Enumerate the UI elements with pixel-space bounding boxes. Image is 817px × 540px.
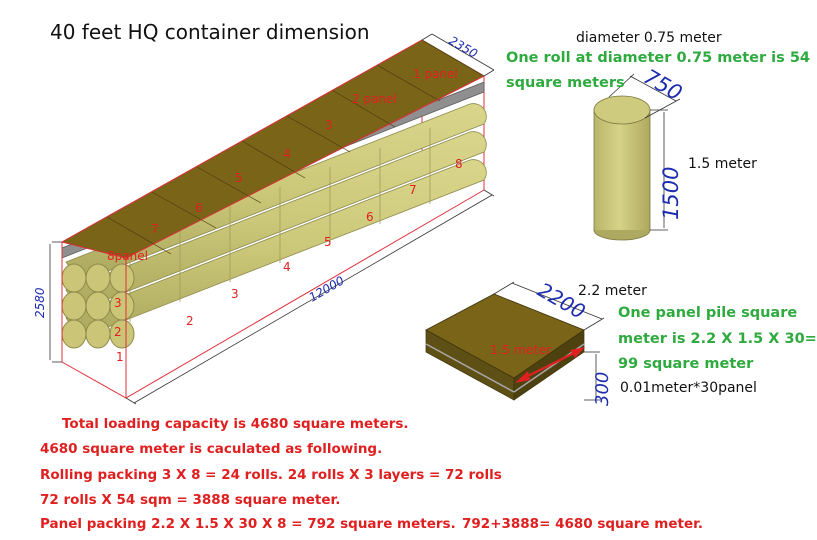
panel-area-line-2: meter is 2.2 X 1.5 X 30= (618, 331, 817, 347)
panel-dimension-lines (493, 281, 605, 401)
page-title: 40 feet HQ container dimension (50, 20, 370, 44)
panel-pile (425, 293, 585, 401)
roll-diameter-text: diameter 0.75 meter (576, 30, 722, 46)
container-height-dim: 2580 (33, 287, 47, 318)
container-front-outline (61, 39, 485, 399)
container-dimension-lines (49, 33, 495, 405)
roll-label-front-2: 2 (114, 325, 122, 339)
panel-height-dim: 300 (592, 372, 613, 406)
roll-rows (65, 103, 487, 339)
panel-label-6: 6 (195, 201, 203, 215)
roll-label-4: 4 (283, 260, 291, 274)
summary-line-5: Panel packing 2.2 X 1.5 X 30 X 8 = 792 s… (40, 516, 456, 532)
roll-area-line-1: One roll at diameter 0.75 meter is 54 (506, 50, 810, 66)
roll-label-5: 5 (324, 235, 332, 249)
container-length-dim: 12000 (307, 273, 347, 304)
panel-width-label: 1.5 meter (490, 342, 552, 357)
roll-row-top (65, 103, 487, 283)
roll-area-line-2: square meters (506, 75, 625, 91)
roll-row-middle (65, 131, 487, 311)
container-illustration: 2350 12000 2580 750 1500 2200 300 1 pane… (33, 33, 686, 406)
panel-area-line-3: 99 square meter (618, 356, 754, 372)
roll-label-3: 3 (231, 287, 239, 301)
roll-height-text: 1.5 meter (688, 156, 757, 172)
summary-line-3: Rolling packing 3 X 8 = 24 rolls. 24 rol… (40, 467, 502, 483)
roll-cylinder-top (593, 95, 651, 125)
roll-row-bottom (65, 159, 487, 339)
panel-area-line-1: One panel pile square (618, 305, 798, 321)
panel-length-text: 2.2 meter (578, 283, 647, 299)
summary-line-4: 72 rolls X 54 sqm = 3888 square meter. (40, 492, 341, 508)
panel-pile-width-arrow (515, 347, 585, 383)
roll-ends-front (61, 263, 135, 349)
panel-label-5: 5 (235, 171, 243, 185)
summary-line-6: 792+3888= 4680 square meter. (462, 516, 703, 532)
roll-height-dim: 1500 (659, 167, 683, 220)
panel-label-4: 4 (283, 147, 291, 161)
roll-label-2: 2 (186, 314, 194, 328)
roll-dimension-lines (608, 73, 681, 231)
summary-line-1: Total loading capacity is 4680 square me… (62, 416, 409, 432)
panel-label-3: 3 (325, 118, 333, 132)
roll-label-7: 7 (409, 183, 417, 197)
panel-label-1: 1 panel (413, 67, 458, 81)
roll-label-8: 8 (455, 157, 463, 171)
roll-label-front-3: 3 (114, 296, 122, 310)
panel-label-7: 7 (151, 222, 159, 236)
container-red-labels: 1 panel 2 panel 3 4 5 6 7 8panel 3 2 1 2… (107, 67, 552, 364)
panel-label-2: 2 panel (352, 92, 397, 106)
summary-line-2: 4680 square meter is caculated as follow… (40, 441, 383, 457)
roll-label-6: 6 (366, 210, 374, 224)
roll-label-front-1: 1 (116, 350, 124, 364)
roll-cylinder (593, 95, 651, 241)
panel-thickness-note: 0.01meter*30panel (620, 380, 757, 396)
panel-label-8: 8panel (107, 249, 148, 263)
